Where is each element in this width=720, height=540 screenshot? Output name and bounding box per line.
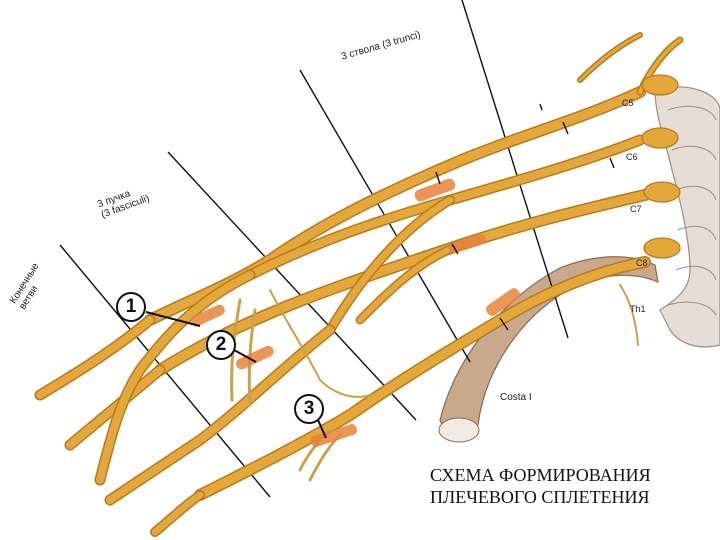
vertebra-label-c8: C8: [636, 258, 648, 268]
marker-2: 2: [206, 330, 236, 360]
nerve-trunks: [34, 32, 684, 537]
marker-leaders: [145, 311, 327, 439]
diagram-title: СХЕМА ФОРМИРОВАНИЯ ПЛЕЧЕВОГО СПЛЕТЕНИЯ: [430, 464, 651, 508]
title-line2: ПЛЕЧЕВОГО СПЛЕТЕНИЯ: [430, 487, 650, 507]
vertebra-label-c5: C5: [622, 98, 634, 108]
first-rib: [438, 256, 659, 443]
title-line1: СХЕМА ФОРМИРОВАНИЯ: [430, 465, 651, 485]
vertebra-label-th1: Th1: [630, 304, 646, 314]
vertebra-label-c6: C6: [626, 152, 638, 162]
spinal-roots: [641, 74, 681, 259]
vertebral-column: [654, 86, 720, 348]
junction-highlights: [190, 178, 521, 447]
costa-label: Costa I: [500, 392, 532, 403]
marker-1: 1: [116, 292, 146, 322]
vertebra-label-c7: C7: [630, 204, 642, 214]
marker-3: 3: [294, 394, 324, 424]
tick-marks: [435, 103, 615, 331]
